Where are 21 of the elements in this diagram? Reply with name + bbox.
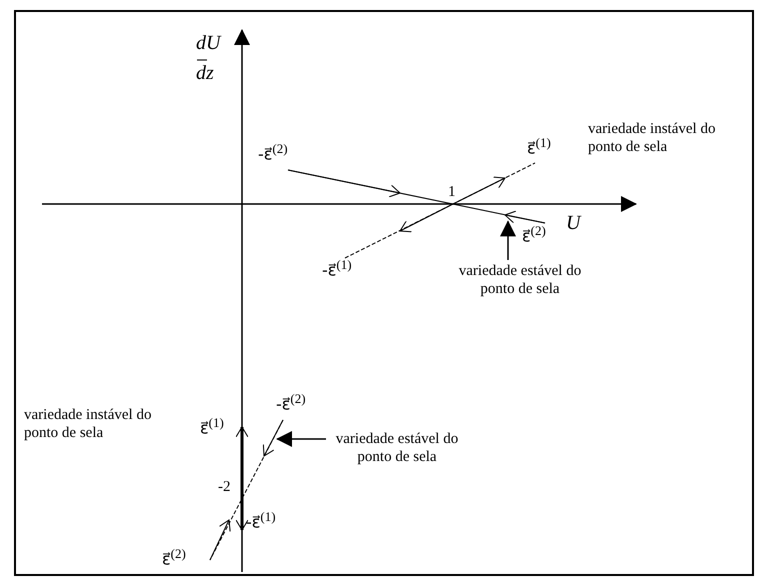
axis-label: U bbox=[566, 214, 580, 232]
annotation: variedade estável do ponto de sela bbox=[440, 262, 600, 298]
annotation: variedade instável do ponto de sela bbox=[24, 406, 152, 442]
stable-manifold-line bbox=[288, 170, 546, 224]
stable-manifold-line bbox=[210, 420, 284, 560]
axis-label: dz bbox=[196, 64, 214, 82]
point-label: -2 bbox=[218, 478, 230, 496]
vector-label: -ε⃗$^{(2)}$ bbox=[258, 140, 288, 164]
vector-label: ε⃗$^{(1)}$ bbox=[527, 134, 551, 158]
vector-label: -ε⃗$^{(1)}$ bbox=[246, 508, 276, 532]
point-label: 1 bbox=[448, 183, 456, 201]
vector-label: -ε⃗$^{(1)}$ bbox=[322, 256, 352, 280]
vector-label: ε⃗$^{(2)}$ bbox=[522, 222, 546, 246]
leader-arrow bbox=[276, 431, 326, 447]
vector-label: -ε⃗$^{(2)}$ bbox=[276, 390, 306, 414]
vector-label: ε⃗$^{(2)}$ bbox=[162, 545, 186, 568]
axis-label: dU bbox=[196, 34, 220, 52]
annotation: variedade instável do ponto de sela bbox=[588, 120, 716, 156]
annotation: variedade estável do ponto de sela bbox=[322, 430, 472, 466]
leader-arrow bbox=[500, 220, 516, 260]
vector-label: ε⃗$^{(1)}$ bbox=[200, 414, 224, 438]
